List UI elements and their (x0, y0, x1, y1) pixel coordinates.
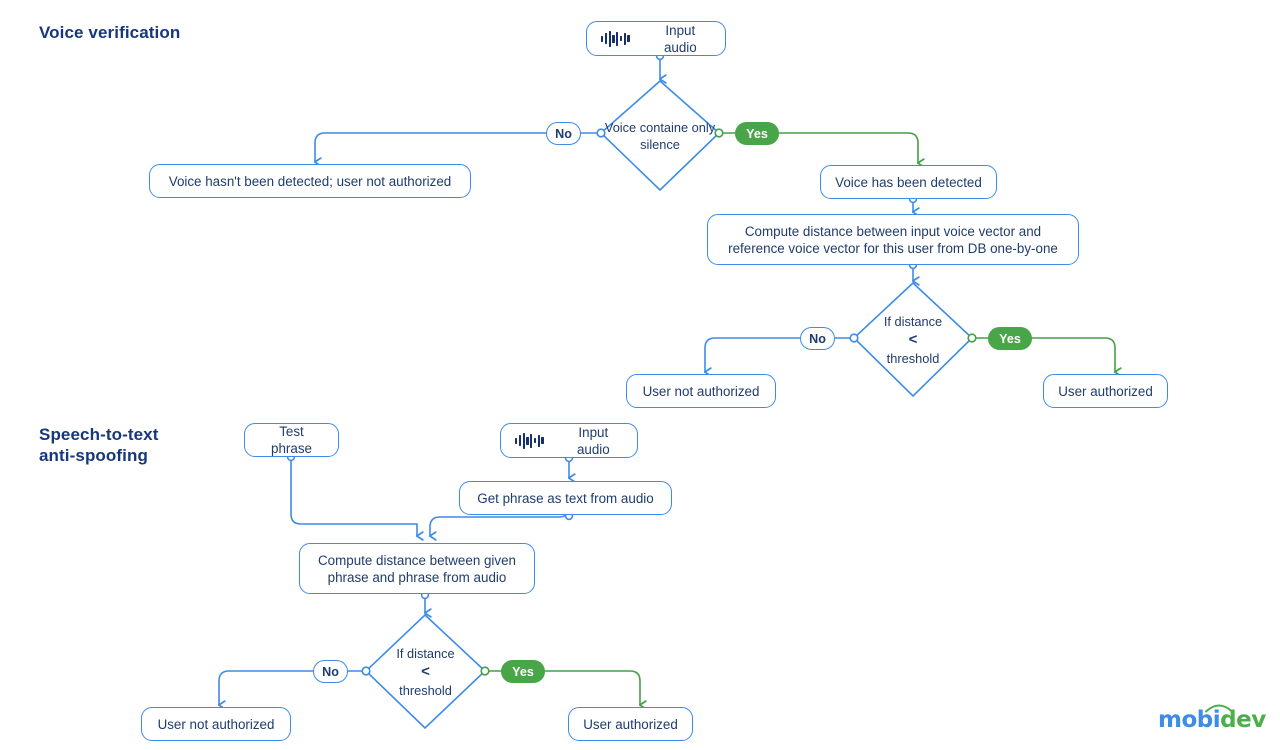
pill-label: No (322, 664, 339, 679)
node-compute-phrase-distance[interactable]: Compute distance between given phrase an… (299, 543, 535, 594)
edge-yes-to-user-auth (1031, 337, 1122, 377)
audio-waveform-icon (515, 432, 544, 449)
node-label: User authorized (583, 716, 678, 732)
node-label: Voice has been detected (835, 174, 982, 190)
pill-label: Yes (746, 126, 768, 141)
decision-voice-contains-only-silence[interactable]: Voice containe only silence (601, 81, 719, 190)
decision-label: If distance < threshold (854, 283, 972, 396)
audio-waveform-icon (601, 30, 630, 47)
branch-label-no-silence[interactable]: No (546, 122, 581, 145)
node-compute-voice-vector-distance[interactable]: Compute distance between input voice vec… (707, 214, 1079, 265)
decision-distance-threshold-1[interactable]: If distance < threshold (854, 283, 972, 396)
node-input-audio-2[interactable]: Input audio (500, 423, 638, 458)
node-input-audio-1[interactable]: Input audio (586, 21, 726, 56)
node-get-phrase-as-text[interactable]: Get phrase as text from audio (459, 481, 672, 515)
decision-line-3: threshold (886, 350, 940, 366)
node-user-not-authorized-1[interactable]: User not authorized (626, 374, 776, 408)
node-label: User not authorized (642, 383, 760, 399)
node-voice-not-detected[interactable]: Voice hasn't been detected; user not aut… (149, 164, 471, 198)
section-title-speech-to-text-anti-spoofing: Speech-to-text anti-spoofing (39, 425, 159, 465)
node-user-authorized-2[interactable]: User authorized (568, 707, 693, 741)
node-user-authorized-1[interactable]: User authorized (1043, 374, 1168, 408)
node-label: Test phrase (271, 424, 312, 456)
decision-line-1: If distance (883, 313, 943, 329)
node-label: User authorized (1058, 383, 1153, 399)
pill-label: No (555, 126, 572, 141)
branch-label-yes-silence[interactable]: Yes (735, 122, 779, 145)
edge-no-to-not-detected (313, 132, 579, 167)
branch-label-yes-threshold-2[interactable]: Yes (501, 660, 545, 683)
branch-label-yes-threshold-1[interactable]: Yes (988, 327, 1032, 350)
diamond-voice-silence (599, 79, 721, 192)
pill-label: Yes (512, 664, 534, 679)
node-label: Compute distance between input voice vec… (728, 223, 1058, 256)
node-label: Input audio (576, 424, 610, 457)
branch-label-no-threshold-1[interactable]: No (800, 327, 835, 350)
decision-distance-threshold-2[interactable]: If distance < threshold (366, 615, 485, 728)
wifi-arc-icon (1205, 704, 1233, 713)
edge-testphrase-to-compute (290, 456, 424, 541)
decision-line-3: threshold (399, 682, 452, 698)
edge-no-to-user-not-auth-2 (217, 670, 346, 710)
node-label: User not authorized (157, 716, 275, 732)
decision-line-2: < (421, 662, 430, 680)
decision-label: Voice containe only silence (604, 119, 716, 152)
edge-yes-to-user-auth-2 (544, 670, 647, 710)
node-test-phrase[interactable]: Test phrase (244, 423, 339, 457)
edge-no-to-user-not-auth (703, 337, 833, 377)
edge-yes-to-detected (778, 132, 925, 168)
logo-text-mobi: mobi (1158, 707, 1221, 733)
diamond-threshold-2 (364, 613, 487, 730)
node-label: Get phrase as text from audio (477, 490, 654, 506)
node-user-not-authorized-2[interactable]: User not authorized (141, 707, 291, 741)
pill-label: No (809, 331, 826, 346)
node-label: Voice hasn't been detected; user not aut… (168, 173, 452, 189)
diamond-threshold-1 (852, 281, 974, 398)
node-voice-has-been-detected[interactable]: Voice has been detected (820, 165, 997, 199)
node-label: Input audio (663, 22, 697, 55)
section-title-voice-verification: Voice verification (39, 23, 181, 42)
mobidev-logo: mobidev (1158, 702, 1266, 734)
pill-label: Yes (999, 331, 1021, 346)
node-label: Compute distance between given phrase an… (317, 552, 516, 585)
logo-text-dev: dev (1220, 707, 1266, 733)
logo-text: mobidev (1158, 708, 1266, 732)
decision-line-2: < (908, 330, 918, 348)
decision-line-1: If distance (396, 645, 455, 661)
branch-label-no-threshold-2[interactable]: No (313, 660, 348, 683)
decision-label: If distance < threshold (366, 615, 485, 728)
